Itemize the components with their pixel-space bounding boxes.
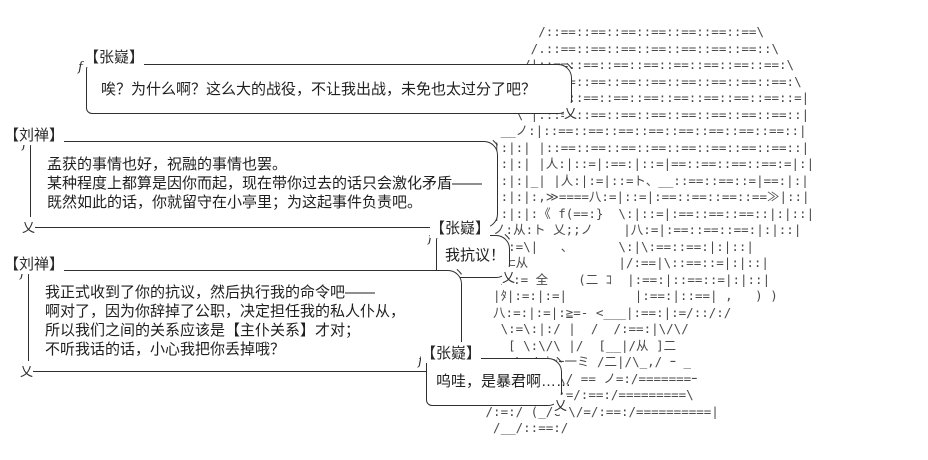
speaker-label-zhangni-3: 【张嶷】 [421, 342, 482, 363]
bubble-corner-curl: ヽ [452, 265, 465, 279]
speech-bubble-1: f ヽ 乂 唉？为什么啊？这么大的战役，不让我出战，未免也太过分了吧？ [77, 59, 577, 122]
dialogue-line: 我抗议！ [445, 247, 506, 264]
dialogue-line: 既然如此的话，你就留守在小亭里；为这起事件负责吧。 [47, 194, 423, 211]
dialogue-line: 所以我们之间的关系应该是【主仆关系】才对； [45, 322, 361, 339]
speaker-label-liushan-1: 【刘禅】 [4, 124, 65, 145]
bubble-tail: 乂 [20, 361, 34, 380]
bubble-corner-f: f [417, 354, 424, 369]
bubble-tail: 乂 [22, 217, 36, 236]
bubble-corner-curl: ヽ [552, 353, 565, 367]
speaker-label-zhangni-2: 【张嶷】 [430, 217, 491, 238]
speech-bubble-2: f ヽ 乂 孟获的事情也好，祝融的事情也罢。 某种程度上都算是因你而起，现在带你… [21, 136, 501, 236]
speech-bubble-4: f ヽ 乂 我正式收到了你的抗议，然后执行我的命令吧—— 啊对了，因为你辞掉了公… [19, 265, 465, 380]
speech-bubble-5: f ヽ 乂 呜哇，是暴君啊…… [417, 353, 572, 414]
bubble-corner-f: f [77, 60, 84, 75]
bubble-corner-f: f [427, 231, 434, 246]
bubble-corner-curl: ヽ [500, 230, 513, 244]
bubble-corner-curl: ヽ [488, 136, 501, 150]
dialogue-line: 呜哇，是暴君啊…… [436, 373, 572, 390]
dialogue-line: 啊对了，因为你辞掉了公职，决定担任我的私人仆从， [45, 303, 406, 320]
speaker-label-zhangni-1: 【张嶷】 [84, 46, 145, 67]
dialogue-line: 某种程度上都算是因你而起，现在带你过去的话只会激化矛盾—— [47, 175, 483, 192]
bubble-tail: 乂 [563, 103, 577, 122]
bubble-corner-curl: ヽ [562, 59, 575, 73]
speaker-label-liushan-2: 【刘禅】 [4, 253, 65, 274]
dialogue-line: 唉？为什么啊？这么大的战役，不让我出战，未免也太过分了吧？ [101, 81, 537, 98]
dialogue-line: 我正式收到了你的抗议，然后执行我的命令吧—— [45, 284, 376, 301]
dialogue-line: 不听我话的话，小心我把你丢掉哦？ [45, 341, 286, 358]
dialogue-line: 孟获的事情也好，祝融的事情也罢。 [47, 156, 288, 173]
bubble-tail: 乂 [501, 267, 515, 286]
bubble-tail: 乂 [553, 395, 567, 414]
